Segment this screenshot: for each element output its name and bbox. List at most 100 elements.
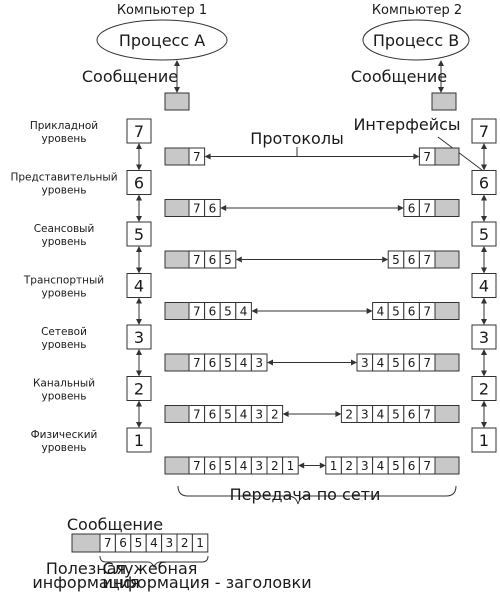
legend-service-line1: Служебная bbox=[103, 559, 198, 578]
legend-header-cell-label: 1 bbox=[196, 536, 204, 550]
level-number-right: 2 bbox=[479, 380, 489, 399]
header-cell-right-label: 5 bbox=[392, 459, 400, 473]
payload-cell-left bbox=[164, 250, 190, 269]
level-number-left: 4 bbox=[134, 277, 144, 296]
level-number-left: 2 bbox=[134, 380, 144, 399]
level-name-line1: Сетевой bbox=[41, 326, 87, 338]
protocol-arrow-6 bbox=[220, 205, 404, 211]
header-cell-right-label: 3 bbox=[361, 408, 369, 422]
legend-service-line2: информация - заголовки bbox=[102, 573, 311, 592]
process-b-label: Процесс В bbox=[373, 31, 459, 50]
message-label-left: Сообщение bbox=[82, 67, 178, 86]
level-connector-left bbox=[136, 194, 142, 222]
header-cell-left-label: 7 bbox=[193, 253, 201, 267]
legend-service-brace bbox=[99, 555, 209, 569]
level-number-left: 6 bbox=[134, 174, 144, 193]
level-connector-right bbox=[481, 246, 487, 274]
level-number-right: 6 bbox=[479, 174, 489, 193]
header-cell-right-label: 6 bbox=[408, 202, 416, 216]
legend-header-cell-label: 6 bbox=[119, 536, 127, 550]
level-name-line2: уровень bbox=[41, 288, 86, 300]
header-cell-right-label: 6 bbox=[408, 253, 416, 267]
protocol-arrow-7 bbox=[204, 153, 420, 160]
level-number-left: 7 bbox=[134, 122, 144, 141]
header-cell-left-label: 6 bbox=[209, 253, 217, 267]
header-cell-left-label: 6 bbox=[209, 356, 217, 370]
level-name-line2: уровень bbox=[41, 133, 86, 145]
process-a-ellipse bbox=[96, 19, 228, 61]
header-cell-left-label: 5 bbox=[224, 305, 232, 319]
header-cell-left-label: 7 bbox=[193, 459, 201, 473]
level-box-right bbox=[471, 427, 497, 453]
level-name-line1: Транспортный bbox=[23, 275, 104, 287]
message-label-right: Сообщение bbox=[351, 67, 447, 86]
level-connector-right bbox=[481, 143, 487, 171]
protocol-arrow-2 bbox=[282, 411, 342, 417]
header-cell-left-label: 1 bbox=[287, 459, 295, 473]
header-cell-left-label: 4 bbox=[240, 356, 248, 370]
header-cell-right-label: 6 bbox=[408, 356, 416, 370]
level-name-line2: уровень bbox=[41, 339, 86, 351]
header-cell-left-label: 3 bbox=[255, 459, 263, 473]
header-cell-right-label: 7 bbox=[423, 356, 431, 370]
process-a-label: Процесс А bbox=[119, 31, 205, 50]
level-number-left: 5 bbox=[134, 225, 144, 244]
header-cell-right-label: 7 bbox=[423, 202, 431, 216]
header-cell-right-label: 7 bbox=[423, 253, 431, 267]
header-cell-left-label: 3 bbox=[255, 356, 263, 370]
payload-cell-left bbox=[164, 147, 190, 166]
computer2-title: Компьютер 2 bbox=[372, 3, 462, 18]
header-cell-right-label: 6 bbox=[408, 459, 416, 473]
payload-cell-left bbox=[164, 405, 190, 423]
level-box-left bbox=[126, 170, 152, 195]
level-number-right: 1 bbox=[479, 431, 489, 450]
level-connector-left bbox=[136, 143, 142, 171]
payload-cell-right bbox=[434, 405, 460, 423]
level-connector-left bbox=[136, 297, 142, 325]
level-name-line2: уровень bbox=[41, 236, 86, 248]
legend-header-cell-label: 7 bbox=[104, 536, 112, 550]
header-cell-right-label: 3 bbox=[361, 459, 369, 473]
payload-cell-right bbox=[434, 147, 460, 166]
header-cell-left-label: 7 bbox=[193, 356, 201, 370]
header-cell-left-label: 6 bbox=[209, 408, 217, 422]
level-number-right: 3 bbox=[479, 328, 489, 347]
header-cell-right-label: 2 bbox=[345, 459, 353, 473]
header-cell-right-label: 6 bbox=[408, 408, 416, 422]
level-connector-right bbox=[481, 400, 487, 428]
level-number-right: 7 bbox=[479, 122, 489, 141]
header-cell-left-label: 7 bbox=[193, 202, 201, 216]
header-cell-left-label: 4 bbox=[240, 305, 248, 319]
header-cell-right-label: 6 bbox=[408, 305, 416, 319]
level-name-line2: уровень bbox=[41, 391, 86, 403]
level-connector-right bbox=[481, 194, 487, 222]
header-cell-right-label: 4 bbox=[377, 408, 385, 422]
header-cell-left-label: 5 bbox=[224, 408, 232, 422]
level-connector-left bbox=[136, 400, 142, 428]
header-cell-right-label: 5 bbox=[392, 253, 400, 267]
payload-cell-left bbox=[164, 199, 190, 217]
legend-header-cell-label: 3 bbox=[165, 536, 173, 550]
message-box-left bbox=[164, 92, 190, 111]
header-cell-left-label: 7 bbox=[193, 150, 201, 164]
level-name-line2: уровень bbox=[41, 185, 86, 197]
computer1-title: Компьютер 1 bbox=[117, 3, 207, 18]
interfaces-label: Интерфейсы bbox=[353, 115, 460, 134]
header-cell-right-label: 4 bbox=[377, 305, 385, 319]
payload-cell-right bbox=[434, 250, 460, 269]
header-cell-right-label: 1 bbox=[330, 459, 338, 473]
header-cell-right-label: 7 bbox=[423, 408, 431, 422]
legend-payload-cell bbox=[71, 533, 101, 553]
level-box-right bbox=[471, 273, 497, 298]
